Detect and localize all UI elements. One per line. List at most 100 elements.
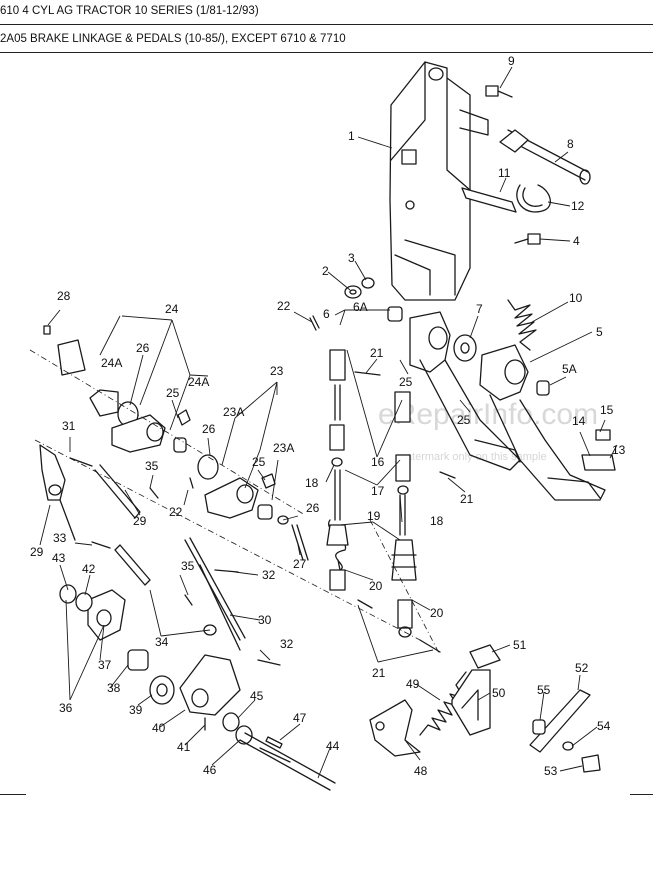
callout-24a-2: 24A (188, 375, 209, 389)
callout-18a: 18 (305, 476, 319, 490)
part-boot-19 (326, 519, 417, 581)
callout-45: 45 (250, 689, 264, 703)
callout-18b: 18 (430, 514, 444, 528)
callout-28: 28 (57, 289, 71, 303)
callout-30: 30 (258, 613, 272, 627)
footer-divider-left (0, 794, 26, 795)
part-spring-10 (507, 299, 537, 351)
part-bolt-9 (485, 85, 513, 98)
callout-29a: 29 (133, 514, 147, 528)
callout-11: 11 (498, 166, 511, 180)
callout-48: 48 (414, 764, 428, 778)
callout-6: 6 (323, 307, 330, 321)
part-bushing-5a (536, 380, 550, 396)
part-bracket-48 (369, 699, 421, 757)
callout-32a: 32 (262, 568, 276, 582)
watermark-subtext: watermark only on this sample (398, 451, 547, 463)
callout-4: 4 (573, 234, 580, 248)
callout-51: 51 (513, 638, 527, 652)
part-nut-2 (344, 277, 375, 299)
callout-25c: 25 (457, 413, 471, 427)
part-latch-14 (581, 429, 616, 471)
callout-24a-1: 24A (101, 356, 122, 370)
callout-17: 17 (371, 484, 385, 498)
callout-35b: 35 (181, 559, 195, 573)
part-link-30 (114, 537, 246, 651)
callout-26b: 26 (202, 422, 216, 436)
callout-46: 46 (203, 763, 217, 777)
callout-19: 19 (367, 509, 381, 523)
callout-12: 12 (571, 199, 585, 213)
callout-34: 34 (155, 635, 169, 649)
callout-1: 1 (348, 129, 355, 143)
part-cotter-22 (189, 315, 320, 489)
callout-20b: 20 (430, 606, 444, 620)
callout-23: 23 (270, 364, 284, 378)
callout-8: 8 (567, 137, 574, 151)
watermark-text: eRepairInfo.com (378, 398, 599, 431)
callout-26c: 26 (306, 501, 320, 515)
callout-23a-2: 23A (273, 441, 294, 455)
part-bracket-50 (451, 644, 501, 736)
callout-41: 41 (177, 740, 191, 754)
callout-21c: 21 (372, 666, 386, 680)
callout-24: 24 (165, 302, 179, 316)
part-bracket-37 (59, 584, 126, 641)
part-bearing-38 (127, 649, 175, 705)
callout-50: 50 (492, 686, 506, 700)
callout-20a: 20 (369, 579, 383, 593)
header-line-2: 2A05 BRAKE LINKAGE & PEDALS (10-85/), EX… (0, 33, 346, 45)
callout-29b: 29 (30, 545, 44, 559)
callout-2: 2 (322, 264, 329, 278)
callout-21b: 21 (460, 492, 474, 506)
callout-36: 36 (59, 701, 73, 715)
callout-33: 33 (53, 531, 67, 545)
part-shaft-23 (197, 454, 289, 525)
callout-3: 3 (348, 251, 355, 265)
callout-55: 55 (537, 683, 551, 697)
callout-5a: 5A (562, 362, 577, 376)
callout-14: 14 (572, 414, 586, 428)
callout-31: 31 (62, 419, 76, 433)
callout-13: 13 (612, 443, 626, 457)
callout-35a: 35 (145, 459, 159, 473)
callout-21a: 21 (370, 346, 384, 360)
callout-44: 44 (326, 739, 340, 753)
part-pins-misc (43, 325, 283, 749)
callout-40: 40 (152, 721, 166, 735)
header-divider-1 (0, 24, 653, 25)
callout-37: 37 (98, 658, 112, 672)
part-arm-40 (179, 654, 241, 731)
part-clevis-20 (329, 569, 413, 638)
callout-25a: 25 (166, 386, 180, 400)
callout-54: 54 (597, 719, 611, 733)
footer-divider-right (630, 794, 653, 795)
part-rod-27 (291, 524, 309, 561)
header-line-1: 610 4 CYL AG TRACTOR 10 SERIES (1/81-12/… (0, 5, 259, 17)
callout-5: 5 (596, 325, 603, 339)
callout-49: 49 (406, 677, 420, 691)
part-pin-21 (354, 371, 456, 653)
callout-47: 47 (293, 711, 307, 725)
callout-15: 15 (600, 403, 614, 417)
part-clevis-16 (329, 349, 346, 521)
part-clamp-12 (516, 184, 551, 213)
callout-39: 39 (129, 703, 143, 717)
part-plate-52 (529, 689, 601, 773)
part-pin-8 (499, 129, 591, 185)
part-washer-45 (222, 712, 253, 745)
callout-16: 16 (371, 455, 385, 469)
header-divider-2 (0, 52, 653, 53)
part-bushing-6a (387, 306, 403, 322)
part-rod-11 (461, 187, 517, 213)
part-pedal-6 (409, 311, 521, 471)
callout-10: 10 (569, 291, 583, 305)
part-washer-7 (453, 334, 477, 362)
callout-43: 43 (52, 551, 66, 565)
callout-22b: 22 (169, 505, 183, 519)
part-bracket (389, 61, 489, 301)
callout-6a: 6A (353, 300, 368, 314)
callout-7: 7 (476, 302, 483, 316)
callout-42: 42 (82, 562, 96, 576)
